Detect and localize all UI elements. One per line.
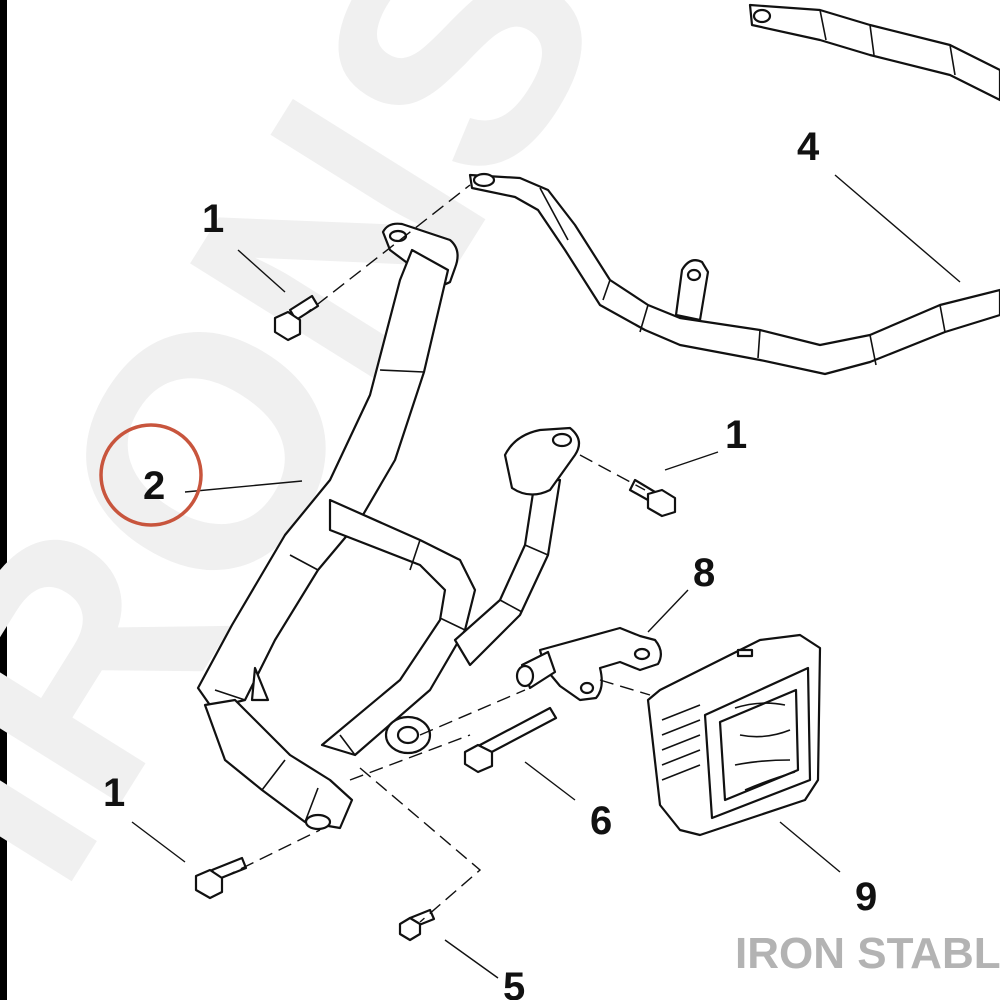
callout-rear-bar: 4 [797,125,820,169]
leader-lines [131,174,961,979]
callout-right-bolt: 1 [725,413,747,457]
bracket-part [515,626,662,702]
callout-light: 9 [855,875,877,919]
bolt-bottom-part [194,856,248,900]
rear-bar-part [468,3,1000,376]
callout-bottom-bolt: 1 [103,771,125,815]
callout-bracket: 8 [693,551,715,595]
small-bolt-part [398,908,436,942]
highlight-circle [99,423,203,527]
callout-small-bolt: 5 [503,965,525,1000]
callout-crash-bar: 2 [143,464,165,508]
callout-long-bolt: 6 [590,799,612,843]
bolt-top-part [273,294,320,342]
led-light-part [646,633,822,837]
left-edge-strip [0,0,7,1000]
assembly-lines [221,184,651,923]
callout-top-bolt: 1 [202,197,224,241]
brand-logo-text: IRON STABLE [735,929,1000,978]
long-bolt-part [463,706,558,774]
